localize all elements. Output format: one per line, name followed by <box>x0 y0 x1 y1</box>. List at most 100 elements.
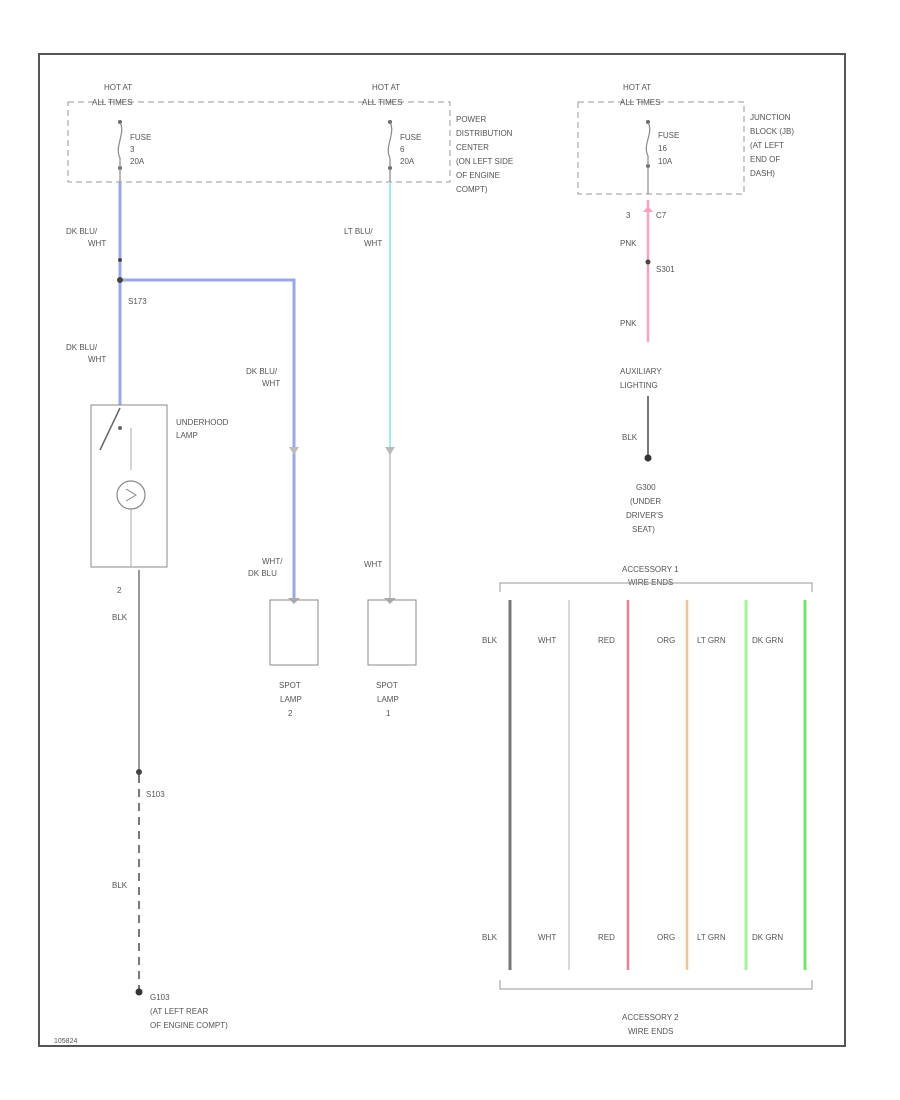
wire-label-wht-dk-blu-b: DK BLU <box>248 569 277 578</box>
accessory-2-subtitle: WIRE ENDS <box>628 1027 673 1036</box>
accessory-bottom-label-lt-grn: LT GRN <box>697 933 726 942</box>
fuse-label-2: FUSE <box>400 133 421 142</box>
spot-lamp-2-box <box>269 599 319 666</box>
pdc-name-line-2: DISTRIBUTION <box>456 129 513 138</box>
underhood-label-line-2: LAMP <box>176 431 198 440</box>
hot-label-1: HOT AT <box>104 83 132 92</box>
spot-lamp-1-connector-icon <box>384 598 396 604</box>
accessory-bottom-label-blk: BLK <box>482 933 498 942</box>
spot-lamp-2-label-2: LAMP <box>280 695 302 704</box>
spot-lamp-2-label-3: 2 <box>288 709 293 718</box>
ground-g300-label-2: (UNDER <box>630 497 661 506</box>
jb-name-line-4: END OF <box>750 155 780 164</box>
aux-wire-pnk-2: PNK <box>620 319 637 328</box>
underhood-switch-blade <box>99 407 121 451</box>
pdc-name-line-1: POWER <box>456 115 486 124</box>
fuse-number-2: 6 <box>400 145 405 154</box>
diagram-frame <box>38 53 846 1047</box>
wire-label-lt-blu-b: WHT <box>364 239 382 248</box>
spot-lamp-2-connector-icon <box>288 598 300 604</box>
aux-connector-label: C7 <box>656 211 667 220</box>
wire-label-dk-blu-3a: DK BLU/ <box>246 367 278 376</box>
jb-fuse-number: 16 <box>658 144 667 153</box>
fuse-number-1: 3 <box>130 145 135 154</box>
jb-fuse-symbol <box>645 121 651 166</box>
underhood-lamp-box <box>90 404 168 568</box>
frame-code: 105824 <box>54 1038 77 1045</box>
aux-wire-blk: BLK <box>622 433 638 442</box>
ground-g103-dot <box>135 988 143 996</box>
jb-name-line-2: BLOCK (JB) <box>750 127 794 136</box>
wire-label-wht: WHT <box>364 560 382 569</box>
splice-s103-dot <box>136 769 142 775</box>
hot-label-2: HOT AT <box>372 83 400 92</box>
pin-label-2: 2 <box>117 586 122 595</box>
wire-label-dk-blu-1a: DK BLU/ <box>66 227 98 236</box>
jb-name-line-3: (AT LEFT <box>750 141 784 150</box>
wire-label-dk-blu-2b: WHT <box>88 355 106 364</box>
wire-label-dk-blu-1b: WHT <box>88 239 106 248</box>
spot-lamp-1-label-1: SPOT <box>376 681 398 690</box>
accessory-2-bracket <box>499 980 813 990</box>
accessory-bottom-label-dk-grn: DK GRN <box>752 933 783 942</box>
ground-g103-label-line-3: OF ENGINE COMPT) <box>150 1021 228 1030</box>
pdc-name-line-3: CENTER <box>456 143 489 152</box>
power-distribution-center-box <box>67 101 451 183</box>
wire-label-dk-blu-2a: DK BLU/ <box>66 343 98 352</box>
all-times-label-2: ALL TIMES <box>362 98 402 107</box>
bulb-icon <box>116 480 146 510</box>
aux-splice-label: S301 <box>656 265 675 274</box>
aux-device-label-2: LIGHTING <box>620 381 658 390</box>
wire-dk-blu-node <box>118 258 122 262</box>
pdc-name-line-4: (ON LEFT SIDE <box>456 157 513 166</box>
aux-device-label-1: AUXILIARY <box>620 367 662 376</box>
wire-label-dk-blu-3b: WHT <box>262 379 280 388</box>
accessory-top-label-org: ORG <box>657 636 675 645</box>
connector-c7-arrow <box>643 206 653 212</box>
fuse-label-1: FUSE <box>130 133 151 142</box>
spot-lamp-1-label-3: 1 <box>386 709 391 718</box>
accessory-top-label-lt-grn: LT GRN <box>697 636 726 645</box>
ground-g300-label-3: DRIVER'S <box>626 511 663 520</box>
ground-g300-dot <box>644 454 652 462</box>
bulb-filament-icon <box>125 488 137 502</box>
jb-fuse-amp: 10A <box>658 157 673 166</box>
accessory-top-label-dk-grn: DK GRN <box>752 636 783 645</box>
wire-label-lt-blu-a: LT BLU/ <box>344 227 373 236</box>
fuse-2-symbol <box>387 121 393 168</box>
fuse-amp-2: 20A <box>400 157 415 166</box>
accessory-bottom-label-red: RED <box>598 933 615 942</box>
accessory-bottom-label-wht: WHT <box>538 933 556 942</box>
jb-all-times-label: ALL TIMES <box>620 98 660 107</box>
junction-block-box <box>577 101 745 195</box>
splice-s301-dot <box>645 259 651 265</box>
spot-lamp-1-box <box>367 599 417 666</box>
splice-s173-dot <box>117 277 123 283</box>
wire-label-blk-1: BLK <box>112 613 128 622</box>
accessory-1-bracket <box>499 582 813 592</box>
jb-name-line-5: DASH) <box>750 169 775 178</box>
underhood-label-line-1: UNDERHOOD <box>176 418 229 427</box>
all-times-label-1: ALL TIMES <box>92 98 132 107</box>
spot-lamp-2-label-1: SPOT <box>279 681 301 690</box>
ground-g103-label-line-1: G103 <box>150 993 170 1002</box>
pdc-name-line-5: OF ENGINE <box>456 171 500 180</box>
accessory-2-title: ACCESSORY 2 <box>622 1013 679 1022</box>
jb-hot-label: HOT AT <box>623 83 651 92</box>
splice-label-s173: S173 <box>128 297 147 306</box>
splice-label-s103: S103 <box>146 790 165 799</box>
jb-name-line-1: JUNCTION <box>750 113 791 122</box>
wire-label-blk-2: BLK <box>112 881 128 890</box>
aux-pin-label: 3 <box>626 211 631 220</box>
wire-label-wht-dk-blu-a: WHT/ <box>262 557 283 566</box>
spot-lamp-1-label-2: LAMP <box>377 695 399 704</box>
accessory-bottom-label-org: ORG <box>657 933 675 942</box>
ground-g103-label-line-2: (AT LEFT REAR <box>150 1007 208 1016</box>
ground-g300-label-1: G300 <box>636 483 656 492</box>
fuse-1-symbol <box>117 121 123 168</box>
aux-wire-pnk-1: PNK <box>620 239 637 248</box>
accessory-top-label-red: RED <box>598 636 615 645</box>
connector-arrow-spot-1 <box>385 447 395 455</box>
wire-dk-blu-wht-branch <box>120 278 296 600</box>
